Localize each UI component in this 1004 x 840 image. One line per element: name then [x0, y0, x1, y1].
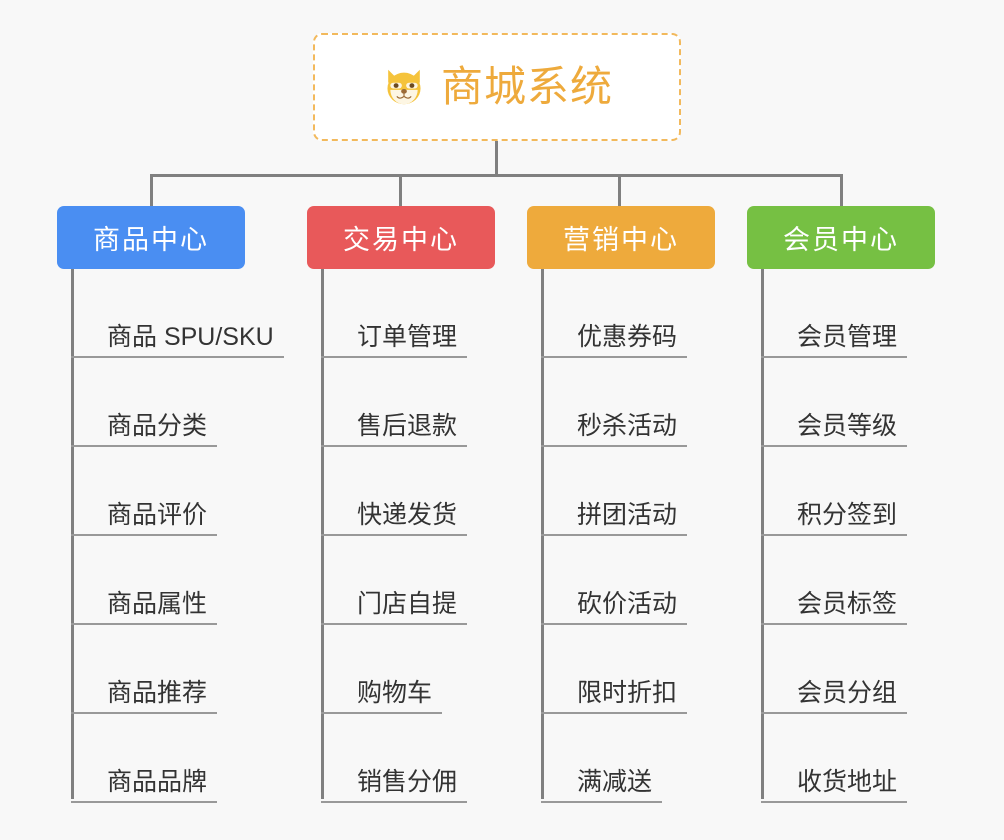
leaf-list-1: 订单管理 售后退款 快递发货 门店自提 购物车 销售分佣	[321, 269, 468, 803]
list-item[interactable]: 满减送	[541, 714, 687, 803]
list-item[interactable]: 商品分类	[71, 358, 284, 447]
branch-column-1: 交易中心	[307, 206, 507, 269]
leaf-label: 积分签到	[761, 502, 908, 536]
list-item[interactable]: 限时折扣	[541, 625, 688, 714]
leaf-label: 商品推荐	[71, 680, 218, 714]
branch-header-1[interactable]: 交易中心	[307, 206, 495, 269]
list-item[interactable]: 秒杀活动	[541, 358, 688, 447]
list-item[interactable]: 售后退款	[321, 358, 468, 447]
list-item[interactable]: 商品 SPU/SKU	[71, 269, 284, 358]
leaf-label: 商品品牌	[71, 769, 218, 803]
list-item[interactable]: 商品属性	[71, 536, 284, 625]
leaf-label: 门店自提	[321, 591, 468, 625]
list-item[interactable]: 优惠券码	[541, 269, 688, 358]
leaf-label: 收货地址	[761, 769, 908, 803]
branch-header-0[interactable]: 商品中心	[57, 206, 245, 269]
leaf-label: 满减送	[541, 769, 663, 803]
branch-column-2: 营销中心	[527, 206, 719, 269]
branch-drop-connector-1	[399, 174, 402, 208]
leaf-list-0: 商品 SPU/SKU 商品分类 商品评价 商品属性 商品推荐 商品品牌	[71, 269, 284, 803]
list-item[interactable]: 购物车	[321, 625, 467, 714]
branch-drop-connector-3	[840, 174, 843, 208]
list-item[interactable]: 会员标签	[761, 536, 908, 625]
leaf-label: 商品分类	[71, 413, 218, 447]
leaf-label: 商品评价	[71, 502, 218, 536]
branch-header-3[interactable]: 会员中心	[747, 206, 935, 269]
list-item[interactable]: 收货地址	[761, 714, 908, 803]
leaf-label: 优惠券码	[541, 324, 688, 358]
leaf-label: 会员标签	[761, 591, 908, 625]
leaf-label: 会员等级	[761, 413, 908, 447]
list-item[interactable]: 销售分佣	[321, 714, 468, 803]
leaf-list-3: 会员管理 会员等级 积分签到 会员标签 会员分组 收货地址	[761, 269, 908, 803]
branch-column-3: 会员中心	[747, 206, 939, 269]
leaf-label: 售后退款	[321, 413, 468, 447]
leaf-label: 快递发货	[321, 502, 468, 536]
list-item[interactable]: 商品品牌	[71, 714, 284, 803]
list-item[interactable]: 积分签到	[761, 447, 908, 536]
list-item[interactable]: 商品评价	[71, 447, 284, 536]
leaf-label: 拼团活动	[541, 502, 688, 536]
branch-label-0: 商品中心	[93, 225, 209, 255]
list-item[interactable]: 快递发货	[321, 447, 468, 536]
list-item[interactable]: 会员等级	[761, 358, 908, 447]
leaf-label: 商品属性	[71, 591, 218, 625]
leaf-label: 购物车	[321, 680, 443, 714]
list-item[interactable]: 门店自提	[321, 536, 468, 625]
list-item[interactable]: 订单管理	[321, 269, 468, 358]
branch-label-3: 会员中心	[783, 225, 899, 255]
dog-face-icon	[387, 69, 421, 105]
list-item[interactable]: 会员分组	[761, 625, 908, 714]
leaf-label: 秒杀活动	[541, 413, 688, 447]
list-item[interactable]: 会员管理	[761, 269, 908, 358]
leaf-label: 订单管理	[321, 324, 468, 358]
branch-bar-connector	[150, 174, 841, 177]
leaf-label: 限时折扣	[541, 680, 688, 714]
leaf-list-2: 优惠券码 秒杀活动 拼团活动 砍价活动 限时折扣 满减送	[541, 269, 688, 803]
list-item[interactable]: 拼团活动	[541, 447, 688, 536]
branch-column-0: 商品中心	[57, 206, 287, 269]
root-stem-connector	[495, 141, 498, 176]
leaf-label: 会员分组	[761, 680, 908, 714]
leaf-label: 砍价活动	[541, 591, 688, 625]
list-item[interactable]: 商品推荐	[71, 625, 284, 714]
leaf-label: 销售分佣	[321, 769, 468, 803]
leaf-label: 商品 SPU/SKU	[71, 324, 284, 358]
leaf-label: 会员管理	[761, 324, 908, 358]
branch-drop-connector-2	[618, 174, 621, 208]
root-node[interactable]: 商城系统	[313, 33, 681, 141]
root-title: 商城系统	[440, 63, 613, 110]
branch-drop-connector-0	[150, 174, 153, 208]
branch-label-2: 营销中心	[563, 225, 679, 255]
branch-header-2[interactable]: 营销中心	[527, 206, 715, 269]
branch-label-1: 交易中心	[343, 225, 459, 255]
list-item[interactable]: 砍价活动	[541, 536, 688, 625]
